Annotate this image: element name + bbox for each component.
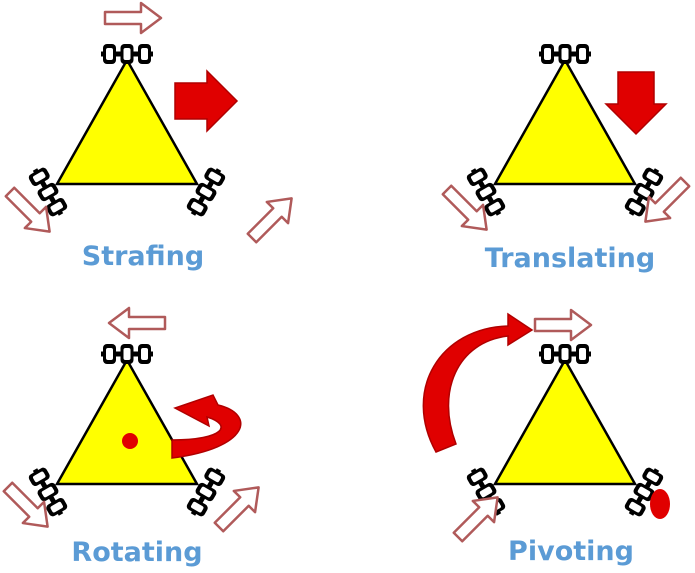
outline-arrow-icon xyxy=(533,308,593,342)
outline-arrow-icon xyxy=(633,170,695,234)
robot-rotating xyxy=(26,344,227,520)
solid-arrow-icon xyxy=(605,71,667,135)
curved-arrow-icon xyxy=(422,312,534,453)
label-strafing: Strafing xyxy=(82,241,204,272)
outline-arrow-icon xyxy=(240,186,304,250)
outline-arrow-icon xyxy=(103,1,163,35)
label-pivoting: Pivoting xyxy=(508,536,634,567)
center-dot-icon xyxy=(122,433,138,449)
panel-translating: Translating xyxy=(435,44,695,274)
robot-strafing xyxy=(26,44,227,220)
panel-pivoting: Pivoting xyxy=(422,308,670,567)
solid-arrow-icon xyxy=(174,70,238,132)
label-translating: Translating xyxy=(485,243,655,274)
outline-arrow-icon xyxy=(107,306,167,340)
pivot-dot-icon xyxy=(650,489,670,519)
outline-arrow-icon xyxy=(207,475,271,539)
label-rotating: Rotating xyxy=(71,537,202,568)
curved-arrow-icon xyxy=(171,394,242,459)
panel-rotating: Rotating xyxy=(0,306,271,568)
panel-strafing: Strafing xyxy=(0,1,304,272)
robot-pivoting xyxy=(464,344,665,520)
